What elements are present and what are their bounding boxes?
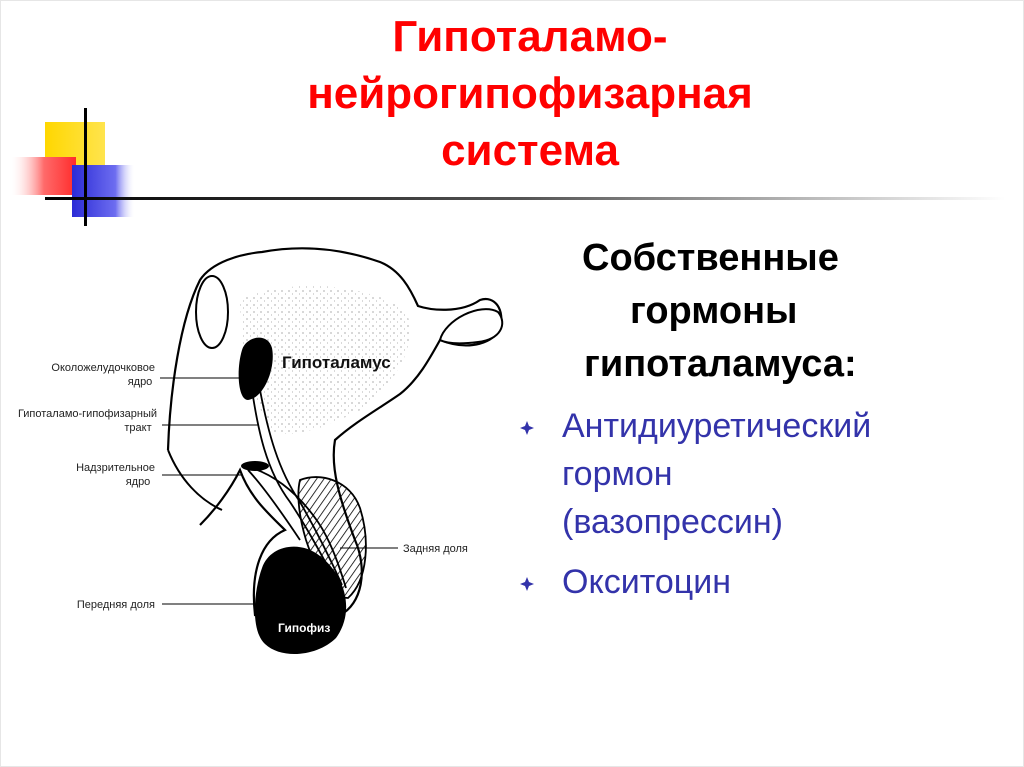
label-paraventricular-line2: ядро bbox=[128, 376, 153, 388]
heading-line: гипоталамуса: bbox=[584, 343, 857, 385]
heading-line: гормоны bbox=[630, 290, 798, 332]
label-anterior-lobe: Передняя доля bbox=[77, 599, 155, 611]
label-supraoptic-line2: ядро bbox=[126, 476, 151, 488]
section-heading: Собственные гормоны гипоталамуса: bbox=[562, 232, 982, 391]
list-item-line: (вазопрессин) bbox=[562, 503, 783, 541]
list-item-line: Окситоцин bbox=[562, 563, 732, 601]
title-line: нейрогипофизарная bbox=[307, 69, 753, 118]
neurosecretory-tract bbox=[244, 389, 347, 589]
hypothalamo-pituitary-diagram: Околожелудочковое ядро Гипоталамо-гипофи… bbox=[18, 247, 504, 655]
left-structure bbox=[195, 275, 229, 349]
title-line: Гипоталамо- bbox=[392, 12, 668, 61]
pituitary-label: Гипофиз bbox=[278, 621, 330, 635]
label-tract-line1: Гипоталамо-гипофизарный bbox=[18, 408, 157, 420]
diamond-bullet-icon bbox=[520, 577, 534, 591]
list-item-line: гормон bbox=[562, 455, 673, 493]
anterior-lobe bbox=[254, 546, 347, 655]
paraventricular-nucleus bbox=[238, 337, 273, 400]
list-item-line: Антидиуретический bbox=[562, 407, 872, 445]
posterior-lobe bbox=[297, 476, 367, 599]
label-posterior-lobe: Задняя доля bbox=[403, 543, 468, 555]
label-paraventricular-line1: Околожелудочковое bbox=[51, 362, 155, 374]
supraoptic-nucleus bbox=[241, 461, 269, 471]
title-line: система bbox=[441, 126, 619, 175]
lower-curve bbox=[167, 449, 223, 511]
hypothalamus-label: Гипоталамус bbox=[282, 353, 391, 372]
right-structure bbox=[438, 308, 504, 345]
diamond-bullet-icon bbox=[520, 421, 534, 435]
list-item: Антидиуретический гормон (вазопрессин) bbox=[520, 402, 1000, 546]
label-supraoptic-line1: Надзрительное bbox=[76, 462, 155, 474]
list-item: Окситоцин bbox=[520, 558, 1000, 606]
label-tract-line2: тракт bbox=[124, 422, 151, 434]
brain-stipple bbox=[240, 286, 410, 434]
heading-line: Собственные bbox=[582, 237, 839, 279]
label-leader-lines bbox=[160, 377, 398, 605]
hormone-list: Антидиуретический гормон (вазопрессин) О… bbox=[520, 402, 1000, 618]
slide-title: Гипоталамо- нейрогипофизарная система bbox=[150, 8, 910, 179]
